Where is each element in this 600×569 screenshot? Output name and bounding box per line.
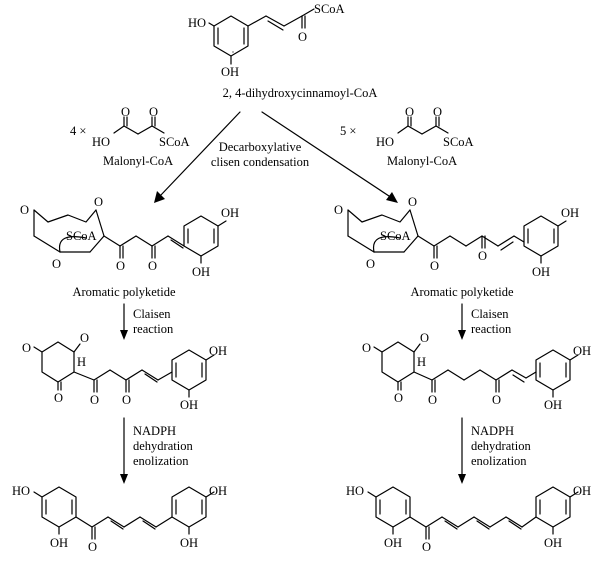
reduction-left-line3: enolization: [133, 454, 189, 468]
malonyl-right-scoa: SCoA: [443, 135, 474, 149]
starting-material-structure: [208, 8, 315, 65]
left-pk-oh2: OH: [192, 265, 210, 279]
condensation-arrow-left: [154, 111, 241, 203]
reduction-right-line2: dehydration: [471, 439, 531, 453]
reduction-arrow-right: [458, 417, 466, 484]
left-claisen-product-structure: [33, 341, 215, 398]
right-pk-oh1: OH: [561, 206, 579, 220]
left-pk-o2: O: [94, 195, 103, 209]
right-polyketide-label: Aromatic polyketide: [410, 285, 514, 299]
left-fp-oh-bottom: OH: [50, 536, 68, 550]
right-fp-ho: HO: [346, 484, 364, 498]
start-oh-top: HO: [188, 16, 206, 30]
right-fp-oh-bottom: OH: [384, 536, 402, 550]
start-scoa: SCoA: [314, 2, 345, 16]
left-pk-o1: O: [20, 203, 29, 217]
reduction-right-line3: enolization: [471, 454, 527, 468]
start-carbonyl-o: O: [298, 30, 307, 44]
left-polyketide-structure: [33, 209, 227, 264]
start-compound-name: 2, 4-dihydroxycinnamoyl-CoA: [223, 86, 378, 100]
right-fp-oh1: OH: [573, 484, 591, 498]
left-cp-oh2: OH: [180, 398, 198, 412]
condensation-arrow-right: [261, 111, 398, 203]
right-cp-o3: O: [394, 391, 403, 405]
malonyl-left-o2: O: [149, 105, 158, 119]
left-count: 4 ×: [70, 124, 86, 138]
reduction-left-line1: NADPH: [133, 424, 176, 438]
left-cp-o1: O: [22, 341, 31, 355]
right-pk-o1: O: [334, 203, 343, 217]
claisen-arrow-left: [120, 303, 128, 340]
right-pk-o4: O: [430, 259, 439, 273]
claisen-left-line2: reaction: [133, 322, 174, 336]
left-cp-h: H: [77, 355, 86, 369]
right-pk-oh2: OH: [532, 265, 550, 279]
right-pk-o2: O: [408, 195, 417, 209]
right-fp-oh2: OH: [544, 536, 562, 550]
malonyl-right-o1: O: [405, 105, 414, 119]
right-cp-oh1: OH: [573, 344, 591, 358]
malonyl-right-o2: O: [433, 105, 442, 119]
right-cp-o4: O: [428, 393, 437, 407]
left-fp-ho: HO: [12, 484, 30, 498]
malonyl-left-structure: [113, 116, 165, 135]
left-fp-oh1: OH: [209, 484, 227, 498]
left-pk-o4: O: [116, 259, 125, 273]
left-final-product-structure: [33, 486, 215, 540]
right-cp-oh2: OH: [544, 398, 562, 412]
left-pk-scoa: SCoA: [66, 229, 97, 243]
left-fp-oh2: OH: [180, 536, 198, 550]
right-polyketide-structure: [347, 209, 567, 264]
reduction-left-line2: dehydration: [133, 439, 193, 453]
left-cp-o3: O: [54, 391, 63, 405]
condensation-line1: Decarboxylative: [219, 140, 302, 154]
right-claisen-product-structure: [373, 341, 579, 398]
malonyl-right-label: Malonyl-CoA: [387, 154, 457, 168]
left-cp-o4: O: [90, 393, 99, 407]
left-fp-o: O: [88, 540, 97, 554]
reduction-arrow-left: [120, 417, 128, 484]
reduction-right-line1: NADPH: [471, 424, 514, 438]
start-oh-bottom: OH: [221, 65, 239, 79]
claisen-right-line2: reaction: [471, 322, 512, 336]
right-cp-h: H: [417, 355, 426, 369]
left-cp-o5: O: [122, 393, 131, 407]
malonyl-left-o1: O: [121, 105, 130, 119]
malonyl-left-scoa: SCoA: [159, 135, 190, 149]
claisen-left-line1: Claisen: [133, 307, 171, 321]
left-cp-o2: O: [80, 331, 89, 345]
malonyl-right-structure: [397, 116, 449, 135]
right-pk-o5: O: [478, 249, 487, 263]
condensation-line2: clisen condensation: [211, 155, 310, 169]
right-cp-o5: O: [492, 393, 501, 407]
right-cp-o2: O: [420, 331, 429, 345]
malonyl-left-label: Malonyl-CoA: [103, 154, 173, 168]
right-fp-o: O: [422, 540, 431, 554]
right-pk-o3: O: [366, 257, 375, 271]
left-polyketide-label: Aromatic polyketide: [72, 285, 176, 299]
right-final-product-structure: [367, 486, 579, 540]
malonyl-right-ho: HO: [376, 135, 394, 149]
right-cp-o1: O: [362, 341, 371, 355]
left-pk-o5: O: [148, 259, 157, 273]
malonyl-left-ho: HO: [92, 135, 110, 149]
left-pk-o3: O: [52, 257, 61, 271]
left-pk-oh1: OH: [221, 206, 239, 220]
right-count: 5 ×: [340, 124, 356, 138]
left-cp-oh1: OH: [209, 344, 227, 358]
claisen-right-line1: Claisen: [471, 307, 509, 321]
right-pk-scoa: SCoA: [380, 229, 411, 243]
claisen-arrow-right: [458, 303, 466, 340]
